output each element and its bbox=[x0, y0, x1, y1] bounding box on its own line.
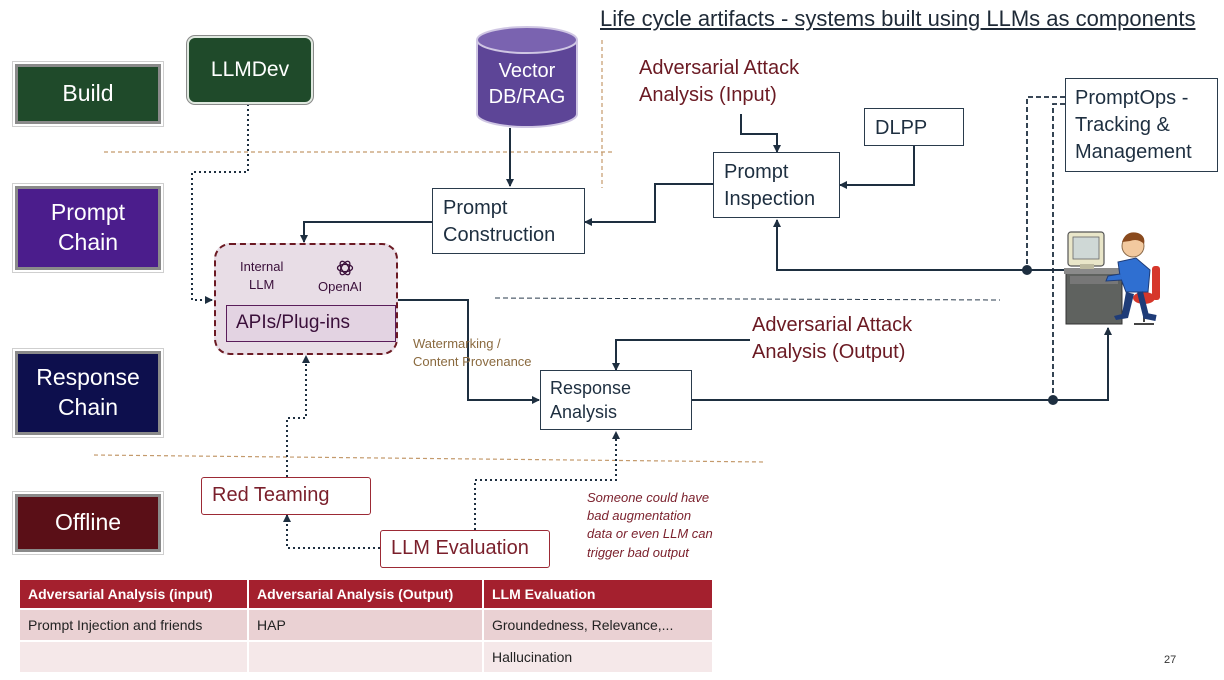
table-row: Prompt Injection and friends HAP Grounde… bbox=[20, 608, 714, 641]
stage-prompt-chain: Prompt Chain bbox=[12, 183, 164, 273]
promptops-line3: Management bbox=[1075, 141, 1192, 163]
watermarking-line1: Watermarking / bbox=[413, 336, 501, 351]
note-line4: trigger bad output bbox=[587, 544, 689, 560]
prompt-inspection-line2: Inspection bbox=[724, 188, 816, 210]
adversarial-input-label: Adversarial Attack Analysis (Input) bbox=[639, 55, 799, 109]
stage-prompt-line1: Prompt bbox=[50, 199, 126, 226]
table-header-cell: Adversarial Analysis (Output) bbox=[248, 580, 484, 609]
adversarial-input-line1: Adversarial Attack bbox=[639, 57, 800, 79]
dlpp-label: DLPP bbox=[875, 117, 928, 139]
llm-evaluation-label: LLM Evaluation bbox=[391, 537, 529, 559]
prompt-construction-line2: Construction bbox=[443, 224, 556, 246]
apis-plugins-node: APIs/Plug-ins bbox=[226, 305, 396, 342]
stage-response-chain: Response Chain bbox=[12, 348, 164, 438]
vector-db-cylinder-icon bbox=[476, 26, 578, 128]
table-cell: Hallucination bbox=[483, 640, 714, 672]
red-teaming-label: Red Teaming bbox=[212, 484, 330, 506]
edge-eval-redteam bbox=[283, 514, 380, 549]
page-number: 27 bbox=[1164, 654, 1177, 666]
slide-title: Life cycle artifacts - systems built usi… bbox=[600, 6, 1196, 31]
stage-build: Build bbox=[12, 61, 164, 127]
vector-db-line1: Vector bbox=[498, 60, 556, 82]
openai-label: OpenAI bbox=[318, 279, 363, 294]
edge-advout-response bbox=[612, 339, 750, 371]
edge-inspection-construction bbox=[584, 183, 713, 226]
stage-prompt-line2: Chain bbox=[57, 229, 119, 255]
openai-logo-icon bbox=[336, 260, 354, 276]
junction-prompt bbox=[1022, 265, 1032, 275]
response-analysis-line1: Response bbox=[550, 378, 632, 398]
llmdev-node: LLMDev bbox=[187, 36, 313, 104]
stage-response-line2: Chain bbox=[57, 394, 119, 420]
prompt-construction-line1: Prompt bbox=[443, 197, 508, 219]
apis-plugins-label: APIs/Plug-ins bbox=[236, 312, 351, 333]
junction-response bbox=[1048, 395, 1058, 405]
table-cell bbox=[20, 640, 249, 672]
internal-llm-label: Internal LLM bbox=[240, 258, 283, 293]
stage-offline: Offline bbox=[12, 491, 164, 555]
table-header-row: Adversarial Analysis (input) Adversarial… bbox=[20, 580, 714, 609]
stage-response-line1: Response bbox=[36, 364, 140, 391]
internal-llm-line2: LLM bbox=[249, 276, 275, 292]
augmentation-note: Someone could have bad augmentation data… bbox=[587, 489, 713, 562]
prompt-construction-node: Prompt Construction bbox=[432, 188, 585, 254]
table-header-cell: LLM Evaluation bbox=[483, 580, 714, 609]
prompt-inspection-line1: Prompt bbox=[724, 161, 789, 183]
watermarking-line2: Content Provenance bbox=[413, 354, 532, 370]
llm-evaluation-node: LLM Evaluation bbox=[380, 530, 550, 568]
user-at-computer-icon bbox=[1064, 231, 1160, 325]
response-analysis-line2: Analysis bbox=[550, 402, 618, 423]
edge-advin-inspection bbox=[740, 114, 781, 153]
table-cell bbox=[248, 640, 484, 672]
analysis-table: Adversarial Analysis (input) Adversarial… bbox=[20, 580, 714, 672]
adversarial-input-line2: Analysis (Input) bbox=[639, 84, 777, 106]
edge-dlpp-inspection bbox=[839, 146, 915, 189]
note-line1: Someone could have bbox=[587, 490, 710, 505]
prompt-inspection-node: Prompt Inspection bbox=[713, 152, 840, 218]
vector-db-line2: DB/RAG bbox=[488, 86, 566, 108]
promptops-node: PromptOps - Tracking & Management bbox=[1065, 78, 1218, 172]
response-analysis-node: Response Analysis bbox=[540, 370, 692, 430]
adversarial-output-line2: Analysis (Output) bbox=[752, 341, 906, 363]
internal-llm-line1: Internal bbox=[240, 259, 284, 274]
edge-user-inspection bbox=[773, 219, 1065, 271]
vector-db-label: Vector DB/RAG bbox=[474, 58, 580, 110]
edge-construction-llm bbox=[300, 221, 432, 243]
watermarking-label: Watermarking / Content Provenance bbox=[413, 335, 532, 371]
table-cell: Prompt Injection and friends bbox=[20, 608, 249, 641]
separator-response bbox=[494, 297, 1001, 301]
note-line2: bad augmentation bbox=[587, 508, 692, 524]
llmdev-label: LLMDev bbox=[210, 58, 290, 81]
promptops-line2: Tracking & bbox=[1075, 114, 1170, 136]
stage-build-label: Build bbox=[62, 80, 114, 107]
adversarial-output-line1: Adversarial Attack bbox=[752, 314, 913, 336]
promptops-line1: PromptOps - bbox=[1075, 87, 1189, 109]
table-row: Hallucination bbox=[20, 640, 714, 672]
adversarial-output-label: Adversarial Attack Analysis (Output) bbox=[752, 312, 912, 366]
table-cell: HAP bbox=[248, 608, 484, 641]
note-line3: data or even LLM can bbox=[587, 526, 713, 542]
dlpp-node: DLPP bbox=[864, 108, 964, 146]
separator-offline bbox=[93, 454, 766, 463]
stage-offline-label: Offline bbox=[54, 509, 122, 536]
red-teaming-node: Red Teaming bbox=[201, 477, 371, 515]
table-cell: Groundedness, Relevance,... bbox=[483, 608, 714, 641]
edge-redteam-llm bbox=[286, 355, 310, 477]
table-header-cell: Adversarial Analysis (input) bbox=[20, 580, 249, 609]
